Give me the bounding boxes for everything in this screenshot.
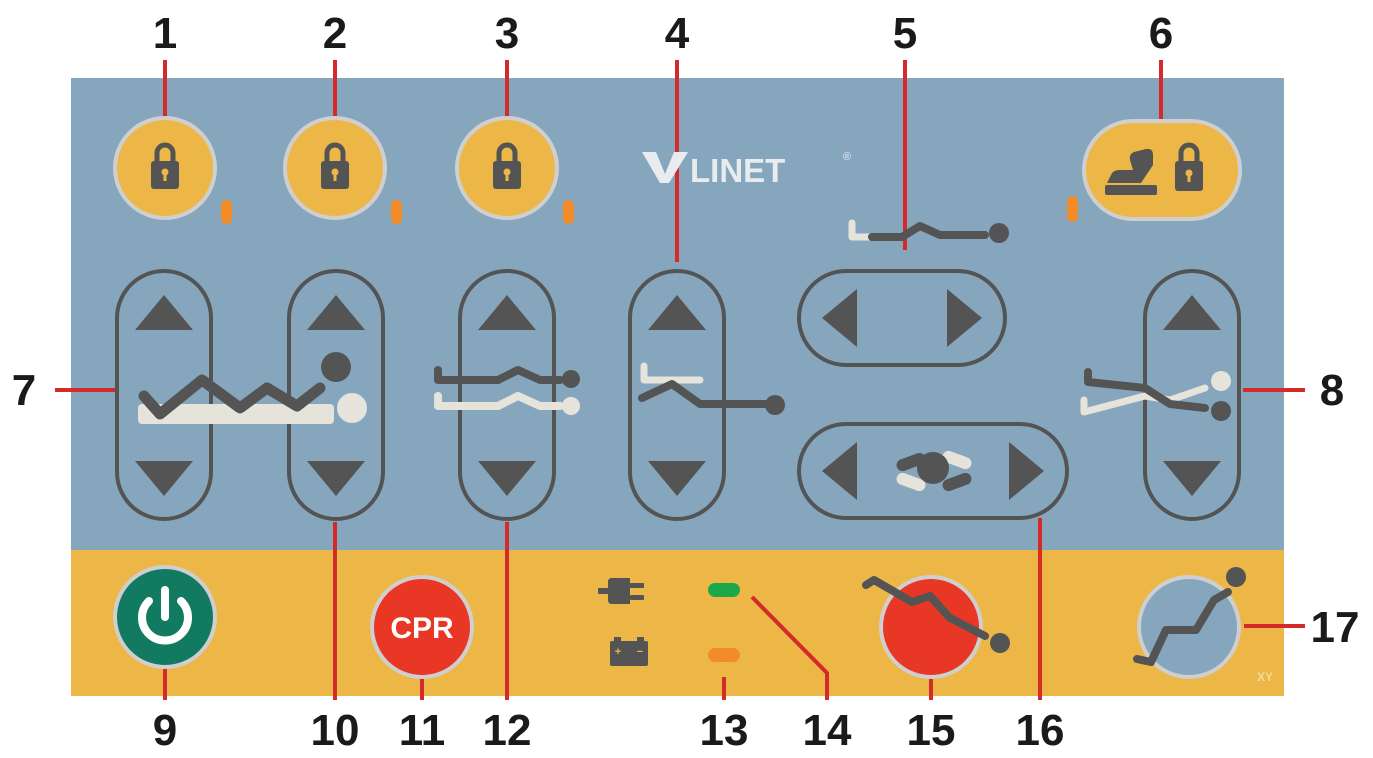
linet-logo-mark — [642, 152, 688, 183]
callout-10: 10 — [311, 706, 360, 755]
corner-marking: XY — [1257, 670, 1273, 684]
battery-indicator — [708, 648, 740, 662]
callout-8: 8 — [1320, 366, 1344, 415]
thighrest-icon — [638, 362, 785, 415]
linet-logo: LINET ® — [642, 151, 851, 189]
lock-indicator-1 — [221, 200, 232, 224]
lock-indicator-2 — [391, 200, 402, 224]
callout-1: 1 — [153, 9, 177, 58]
arrow-up-icon — [135, 295, 193, 330]
mains-indicator — [708, 583, 740, 597]
callout-3: 3 — [495, 9, 519, 58]
lateral-tilt-rocker[interactable] — [797, 422, 1069, 520]
arrow-up-icon — [1163, 295, 1221, 330]
arrow-up-icon — [307, 295, 365, 330]
arrow-up-icon — [648, 295, 706, 330]
lateral-tilt-icon — [896, 450, 972, 492]
callout-11: 11 — [399, 706, 446, 755]
plug-icon — [598, 578, 644, 604]
battery-minus: − — [637, 646, 643, 658]
arrow-down-icon — [1163, 461, 1221, 496]
callout-17: 17 — [1311, 603, 1360, 652]
callout-4: 4 — [665, 9, 690, 58]
recline-position-icon — [862, 576, 1010, 653]
battery-icon: + − — [610, 637, 648, 666]
arrow-down-icon — [648, 461, 706, 496]
chair-position-button[interactable] — [1133, 567, 1246, 679]
pedal-lock-indicator — [1067, 196, 1078, 222]
trendelenburg-rocker[interactable] — [797, 269, 1007, 367]
arrow-up-icon — [478, 295, 536, 330]
callout-12: 12 — [483, 706, 532, 755]
pedal-lock-button[interactable] — [1082, 119, 1242, 221]
arrow-down-icon — [478, 461, 536, 496]
chair-position-icon — [1133, 567, 1246, 666]
cpr-button[interactable]: CPR — [370, 575, 474, 679]
callout-15: 15 — [907, 706, 956, 755]
power-button[interactable] — [113, 565, 217, 669]
power-icon — [138, 586, 192, 645]
lock-button-2[interactable] — [283, 116, 387, 220]
leader-lines — [55, 60, 1305, 700]
lock-icon — [151, 142, 179, 189]
pedal-lock-icon — [1105, 142, 1203, 195]
backrest-thighrest-icon — [138, 352, 367, 424]
arrow-left-icon — [822, 289, 857, 347]
arrow-right-icon — [1009, 442, 1044, 500]
arrow-down-icon — [307, 461, 365, 496]
brand-trademark: ® — [843, 151, 851, 163]
callout-9: 9 — [153, 706, 177, 755]
bed-height-rocker[interactable] — [458, 269, 556, 521]
anti-trendelenburg-icon — [1080, 368, 1231, 421]
lock-icon — [493, 142, 521, 189]
bed-height-icon — [434, 366, 580, 415]
callout-13: 13 — [700, 706, 749, 755]
lower-control-panel — [71, 550, 1284, 696]
trendelenburg-icon — [848, 219, 1009, 243]
arrow-down-icon — [135, 461, 193, 496]
cpr-label: CPR — [390, 612, 454, 645]
battery-plus: + — [615, 646, 621, 658]
brand-name: LINET — [690, 152, 785, 189]
lock-button-3[interactable] — [455, 116, 559, 220]
recline-position-button[interactable] — [862, 575, 1010, 679]
callout-numbers: 1 2 3 4 5 6 7 8 9 10 11 12 13 14 15 16 1… — [12, 9, 1360, 755]
arrow-left-icon — [822, 442, 857, 500]
callout-16: 16 — [1016, 706, 1065, 755]
backrest-rocker[interactable] — [115, 269, 213, 521]
callout-7: 7 — [12, 366, 36, 415]
callout-6: 6 — [1149, 9, 1173, 58]
callout-5: 5 — [893, 9, 917, 58]
lock-button-1[interactable] — [113, 116, 217, 220]
arrow-right-icon — [947, 289, 982, 347]
lock-indicator-3 — [563, 200, 574, 224]
callout-14: 14 — [803, 706, 852, 755]
callout-2: 2 — [323, 9, 347, 58]
lock-icon — [321, 142, 349, 189]
thighrest-rocker-2[interactable] — [628, 269, 726, 521]
